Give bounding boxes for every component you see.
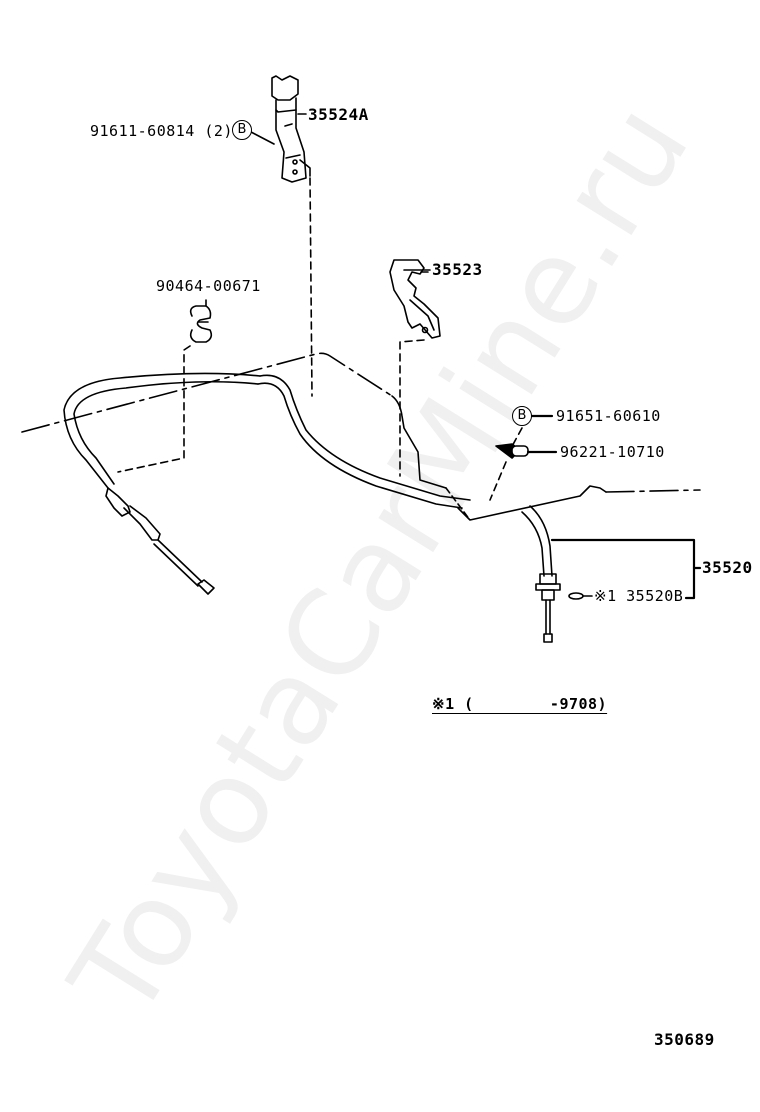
clamp-90464-drawing bbox=[189, 299, 213, 343]
part-label-35523[interactable]: 35523 bbox=[432, 260, 483, 279]
ring-35520b-drawing bbox=[568, 592, 584, 600]
cable-35520-drawing bbox=[63, 372, 561, 643]
part-label-91651-60610[interactable]: 91651-60610 bbox=[556, 407, 661, 425]
callout-b-icon: B bbox=[232, 120, 252, 140]
bracket-35524a-drawing bbox=[271, 75, 311, 183]
figure-number: 350689 bbox=[654, 1030, 715, 1049]
body-outline-drawing bbox=[21, 352, 701, 521]
part-label-91611-60814[interactable]: 91611-60814 (2) bbox=[90, 122, 233, 140]
assembly-dashed-lines bbox=[117, 177, 523, 501]
callout-b-icon: B bbox=[512, 406, 532, 426]
part-label-90464-00671[interactable]: 90464-00671 bbox=[156, 277, 261, 295]
bracket-35523-drawing bbox=[389, 259, 441, 339]
part-label-35524a[interactable]: 35524A bbox=[308, 105, 369, 124]
part-label-35520b[interactable]: ※1 35520B bbox=[594, 587, 684, 605]
part-label-96221-10710[interactable]: 96221-10710 bbox=[560, 443, 665, 461]
part-label-35520[interactable]: 35520 bbox=[702, 558, 753, 577]
applicability-note: ※1 ( -9708) bbox=[432, 695, 608, 713]
